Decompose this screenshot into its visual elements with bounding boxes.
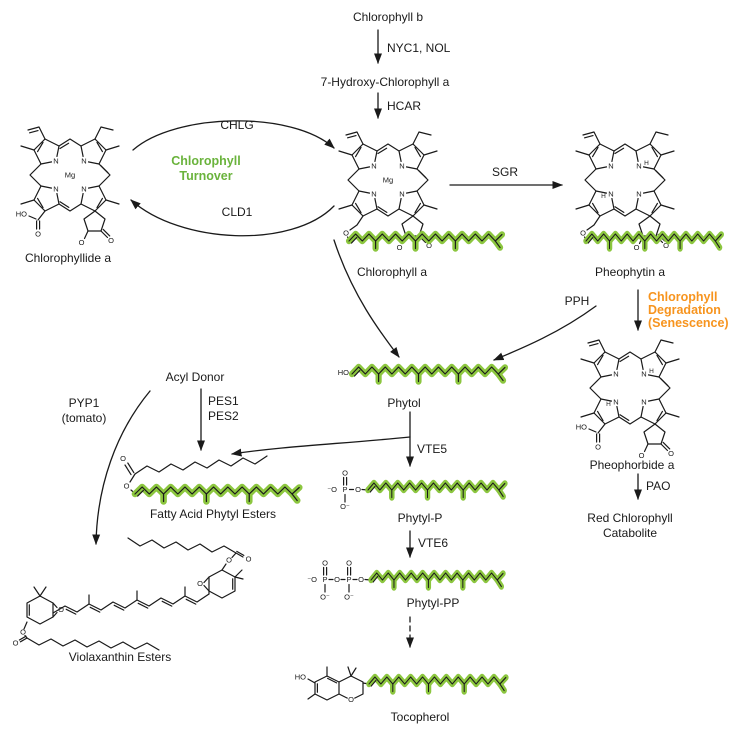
enzyme-vte5: VTE5 [417,442,447,456]
section-chlorophyll-turnover-line1: Chlorophyll [171,154,240,168]
hydroxyl-group: HO [338,368,349,377]
nh-hydrogen: H [606,401,611,408]
label-tocopherol: Tocopherol [391,710,450,724]
structure-chlorophyll-a: Mg O [338,131,502,253]
phytyl-tail [371,573,503,588]
structure-pheophytin-a: H H O [575,131,721,253]
phosphorus-atom: P [322,575,327,584]
label-pheophytin-a: Pheophytin a [595,265,665,279]
enzyme-pyp1: PYP1 [69,396,100,410]
label-fatty-acid-phytyl-esters: Fatty Acid Phytyl Esters [150,507,276,521]
bridge-oxygen: O [334,575,340,584]
enzyme-nyc1-nol: NYC1, NOL [387,41,451,55]
phosphate-o-minus: O⁻ [340,502,350,511]
ester-oxygen: O [226,555,232,564]
phosphate-o-minus: O⁻ [320,592,330,601]
carbonyl-oxygen: O [13,638,19,647]
magnesium-atom: Mg [65,170,75,179]
enzyme-sgr: SGR [492,165,518,179]
structure-phytyl-p: ⁻O P O O O⁻ [327,468,505,511]
arrow-chlg [132,120,335,151]
label-7-hydroxy-chlorophyll-a: 7-Hydroxy-Chlorophyll a [321,75,450,89]
phosphate-oxygen: O [346,558,352,567]
ester-oxygen: O [20,627,26,636]
label-phytol: Phytol [387,396,420,410]
enzyme-pph: PPH [565,294,590,308]
label-chlorophyllide-a: Chlorophyllide a [25,251,111,265]
arrow-pph [493,305,597,361]
enzyme-pyp1-origin: (tomato) [62,411,107,425]
oxygen-atom: O [35,229,41,238]
structure-phytyl-pp: ⁻O P O P O O O O⁻ O⁻ [307,558,503,601]
phytyl-tail [369,677,506,692]
phosphate-oxygen: O [322,558,328,567]
arrow-phytol-to-esters [231,436,411,457]
hydroxyl-group: HO [16,209,27,218]
enzyme-pao: PAO [646,479,670,493]
arrow-chlorophyll-a-to-phytol [333,239,400,358]
enzyme-pes2: PES2 [208,409,239,423]
nh-hydrogen: H [601,193,606,200]
label-violaxanthin-esters: Violaxanthin Esters [69,650,172,664]
label-red-chlorophyll-catabolite-line1: Red Chlorophyll [587,511,672,525]
structure-pheophorbide-a: H H HO O [576,339,680,461]
section-senescence-line3: (Senescence) [648,316,729,330]
label-phytyl-pp: Phytyl-PP [407,596,460,610]
oxygen-atom: O [595,442,601,451]
bridge-oxygen: O [358,575,364,584]
hydroxyl-group: HO [295,672,306,681]
ring-oxygen: O [348,695,354,704]
structure-violaxanthin-esters: O O O O O O [13,537,252,651]
magnesium-atom: Mg [383,175,393,184]
nh-hydrogen: H [649,368,654,375]
phosphate-o-minus: ⁻O [327,485,337,494]
label-chlorophyll-a: Chlorophyll a [357,265,427,279]
arrow-pyp1 [92,390,151,545]
enzyme-hcar: HCAR [387,99,421,113]
label-phytyl-p: Phytyl-P [398,511,443,525]
bridge-oxygen: O [355,485,361,494]
enzyme-chlg: CHLG [220,118,253,132]
phosphorus-atom: P [342,485,347,494]
arrow-cld1 [130,199,335,237]
phytol-chain [352,367,505,382]
structure-tocopherol: O HO [295,666,506,704]
section-senescence-line2: Degradation [648,303,721,317]
epoxide-oxygen: O [58,605,64,614]
structure-fatty-acid-phytyl-esters: O O [120,454,299,502]
phosphate-o-minus: ⁻O [307,575,317,584]
carbonyl-oxygen: O [120,454,126,463]
epoxide-oxygen: O [197,579,203,588]
phosphate-o-minus: O⁻ [344,592,354,601]
enzyme-pes1: PES1 [208,394,239,408]
label-pheophorbide-a: Pheophorbide a [590,458,675,472]
section-senescence-line1: Chlorophyll [648,290,717,304]
phytyl-tail [135,487,299,502]
phosphorus-atom: P [346,575,351,584]
phosphate-oxygen: O [342,468,348,477]
label-chlorophyll-b: Chlorophyll b [353,10,423,24]
ester-oxygen: O [343,228,349,237]
nh-hydrogen: H [644,160,649,167]
carbonyl-oxygen: O [246,554,252,563]
enzyme-vte6: VTE6 [418,536,448,550]
structure-chlorophyllide-a: Mg HO O [16,126,120,248]
label-acyl-donor: Acyl Donor [166,370,225,384]
enzyme-cld1: CLD1 [222,205,253,219]
phytyl-tail [368,483,505,498]
ester-oxygen: O [580,228,586,237]
structure-phytol: HO [338,367,505,382]
hydroxyl-group: HO [576,422,587,431]
ester-oxygen: O [124,481,130,490]
label-red-chlorophyll-catabolite-line2: Catabolite [603,526,657,540]
phytyl-tail [586,234,721,249]
section-chlorophyll-turnover-line2: Turnover [179,169,232,183]
